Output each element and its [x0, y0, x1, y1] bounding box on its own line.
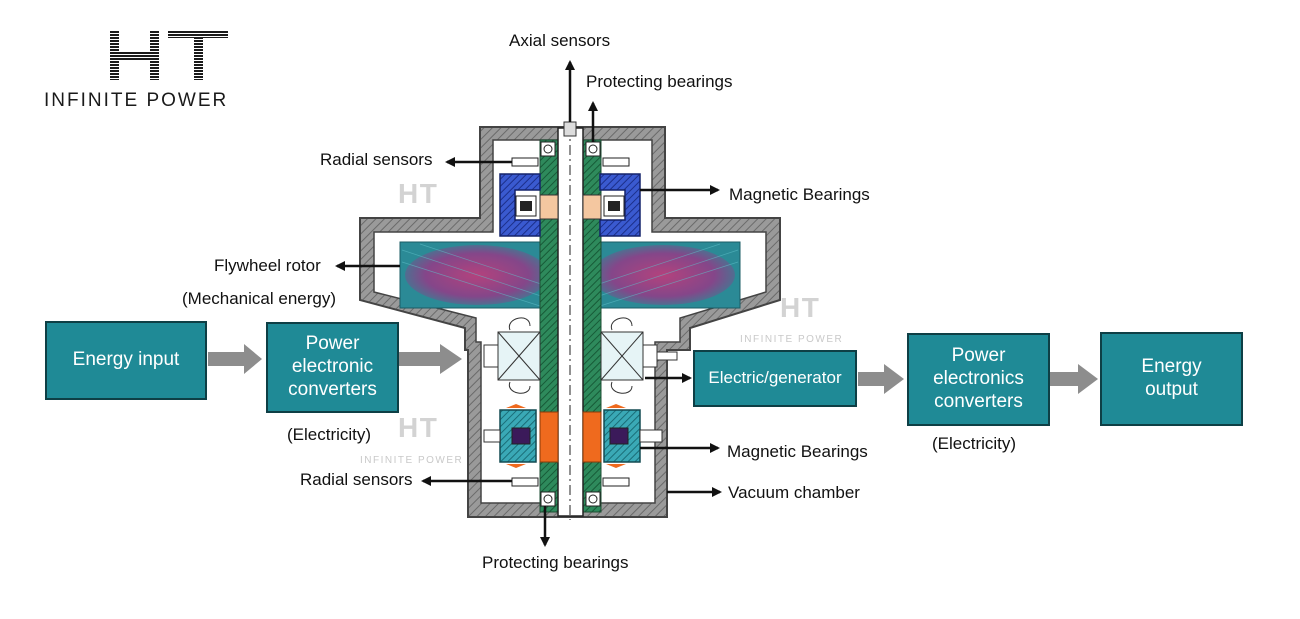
magnetic-bearing-top-left — [499, 173, 541, 237]
energy-output-line-2: output — [1145, 379, 1198, 400]
label-electricity-left: (Electricity) — [287, 425, 372, 444]
energy-input-block: Energy input — [45, 321, 207, 400]
label-protecting-bearings-bottom: Protecting bearings — [482, 553, 629, 572]
watermark-tagline: INFINITE POWER — [360, 455, 464, 466]
rotor-magnet-top-left — [539, 194, 559, 220]
energy-output-line-1: Energy — [1141, 356, 1202, 378]
power-converters-out-line-3: converters — [934, 390, 1023, 412]
energy-flow-arrows — [208, 344, 1098, 394]
copper-ring-left — [539, 411, 559, 463]
power-converters-out-block: Power electronics converters — [907, 333, 1050, 426]
power-converters-in-block: Power electronic converters — [266, 322, 399, 413]
label-radial-sensors-bottom: Radial sensors — [300, 470, 413, 489]
brand-tagline: INFINITE POWER — [44, 90, 229, 111]
label-mechanical-energy: (Mechanical energy) — [182, 289, 337, 308]
energy-output-block: Energy output — [1100, 332, 1243, 426]
energy-input-label: Energy input — [72, 349, 180, 371]
label-radial-sensors-top: Radial sensors — [320, 150, 433, 169]
power-converters-in-line-2: electronic — [291, 356, 374, 378]
power-converters-out-line-1: Power — [951, 345, 1006, 367]
watermark-letters: HT — [780, 292, 821, 323]
label-magnetic-bearings-bottom: Magnetic Bearings — [727, 442, 868, 461]
copper-ring-right — [582, 411, 602, 463]
power-converters-out-line-2: electronics — [933, 368, 1024, 390]
leader-arrows — [335, 60, 722, 547]
magnetic-bearing-top-right — [599, 173, 641, 237]
watermark-letters: HT — [398, 178, 439, 209]
watermark-tagline: INFINITE POWER — [740, 334, 844, 345]
label-axial-sensors: Axial sensors — [509, 31, 611, 50]
label-flywheel-rotor: Flywheel rotor — [214, 256, 321, 275]
electric-generator-label: Electric/generator — [708, 368, 842, 388]
rotor-magnet-top-right — [582, 194, 602, 220]
ht-logo-mark — [110, 30, 228, 80]
label-electricity-right: (Electricity) — [932, 434, 1017, 453]
electric-generator-block: Electric/generator — [693, 350, 857, 407]
power-converters-in-line-3: converters — [288, 378, 377, 400]
watermark-letters: HT — [398, 412, 439, 443]
label-magnetic-bearings-top: Magnetic Bearings — [729, 185, 870, 204]
label-vacuum-chamber: Vacuum chamber — [728, 483, 860, 502]
power-converters-in-line-1: Power — [305, 333, 360, 355]
label-protecting-bearings-top: Protecting bearings — [586, 72, 733, 91]
